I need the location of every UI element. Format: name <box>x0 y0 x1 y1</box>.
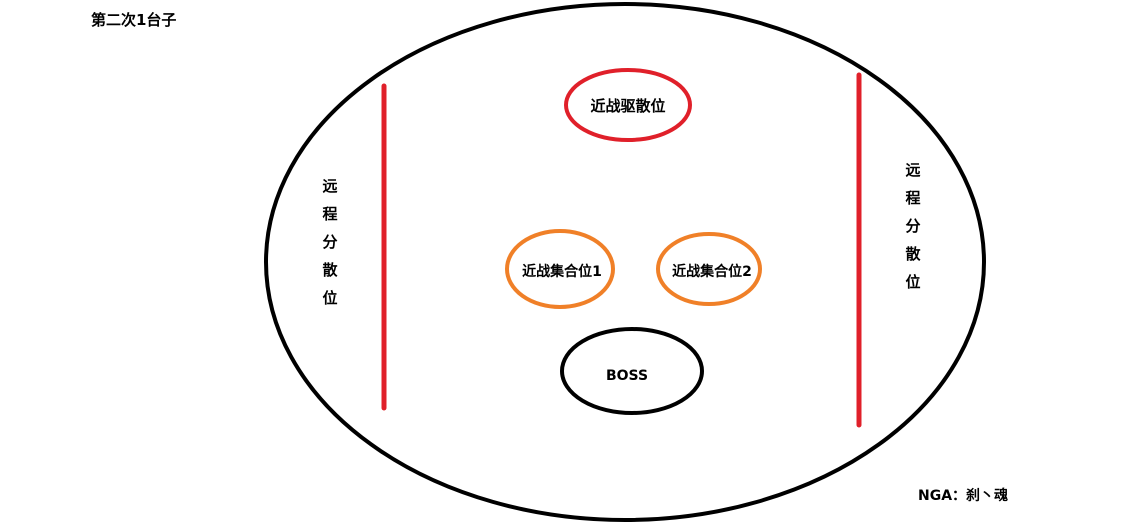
ranged-left-char: 程 <box>322 205 337 223</box>
melee-disperse-marker <box>564 68 692 142</box>
ranged-left-char: 散 <box>322 261 338 279</box>
ranged-left-char: 位 <box>322 289 337 307</box>
arena-boundary <box>264 2 986 522</box>
melee-disperse-label: 近战驱散位 <box>590 97 665 115</box>
melee-stack-2-marker <box>656 232 762 306</box>
boss-marker <box>560 327 704 415</box>
ranged-right-char: 远 <box>905 161 920 179</box>
ranged-right-char: 位 <box>905 273 920 291</box>
ranged-left-char: 远 <box>322 177 337 195</box>
author-credit: NGA：刹丶魂 <box>918 488 1009 504</box>
diagram-title: 第二次1台子 <box>91 11 177 29</box>
ranged-label-right: 远 程 分 散 位 <box>905 161 921 291</box>
melee-stack-1-label: 近战集合位1 <box>522 263 602 280</box>
ranged-right-char: 程 <box>905 189 920 207</box>
ranged-left-char: 分 <box>322 233 337 251</box>
melee-stack-1-marker <box>505 229 615 309</box>
boss-label: BOSS <box>606 368 648 384</box>
melee-stack-2-label: 近战集合位2 <box>672 263 752 280</box>
ranged-right-char: 散 <box>905 245 921 263</box>
ranged-right-char: 分 <box>905 217 920 235</box>
ranged-label-left: 远 程 分 散 位 <box>322 177 338 307</box>
